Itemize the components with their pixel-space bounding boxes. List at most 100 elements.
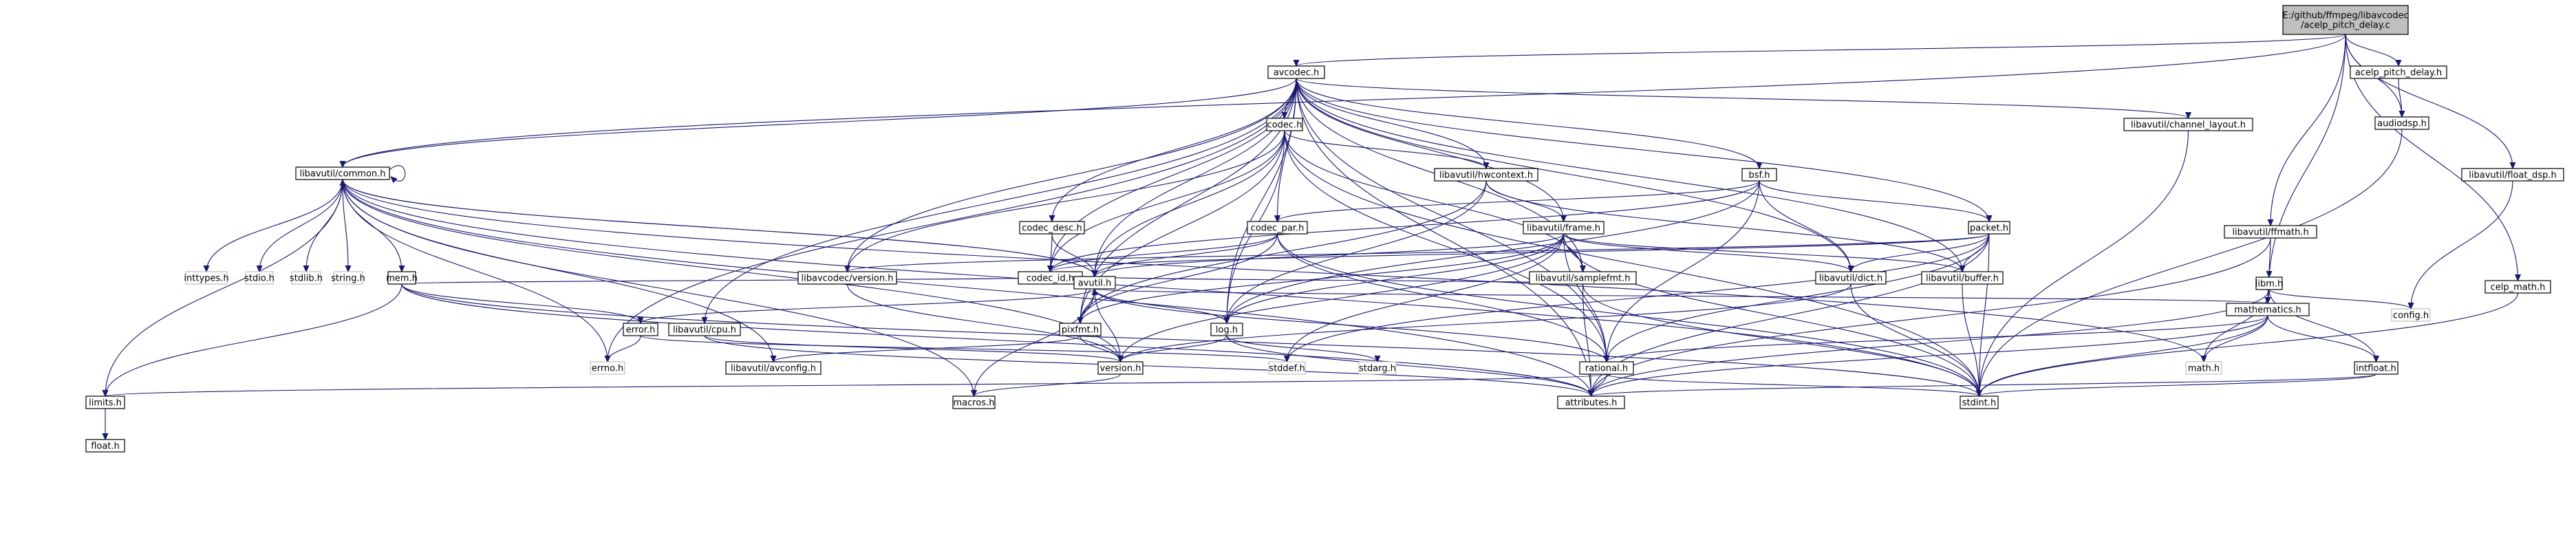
node-audiodsp[interactable]: audiodsp.h — [2374, 116, 2429, 130]
node-avutil[interactable]: avutil.h — [1073, 276, 1116, 290]
edge-avcodec-to-codec_desc — [1052, 78, 1297, 221]
node-macros[interactable]: macros.h — [952, 395, 996, 409]
edge-common-to-string — [342, 179, 348, 272]
node-dict[interactable]: libavutil/dict.h — [1815, 271, 1887, 285]
node-codec_par[interactable]: codec_par.h — [1247, 221, 1308, 235]
node-label: intfloat.h — [2356, 364, 2396, 374]
node-label: libm.h — [2255, 279, 2284, 290]
edge-hwcontext-to-buffer — [1485, 180, 1962, 272]
node-packet[interactable]: packet.h — [1968, 221, 2010, 235]
node-box — [1529, 271, 1637, 285]
node-label: /acelp_pitch_delay.c — [2301, 21, 2390, 31]
node-version_lc[interactable]: libavcodec/version.h — [797, 271, 897, 285]
node-samplefmt[interactable]: libavutil/samplefmt.h — [1529, 271, 1637, 285]
node-box — [2185, 361, 2222, 375]
node-limits[interactable]: limits.h — [85, 395, 125, 409]
edge-layer — [105, 34, 2518, 440]
node-cpu[interactable]: libavutil/cpu.h — [668, 323, 741, 336]
node-avconfig[interactable]: libavutil/avconfig.h — [725, 361, 822, 375]
node-attributes[interactable]: attributes.h — [1557, 395, 1625, 409]
node-mem[interactable]: mem.h — [386, 271, 418, 285]
edge-error-to-errno — [608, 335, 641, 362]
node-label: macros.h — [954, 398, 995, 409]
edge-dict-to-stdint — [1850, 283, 1979, 396]
node-label: audiodsp.h — [2377, 119, 2427, 129]
edge-mathematics-to-stdint — [1979, 315, 2268, 396]
edge-cpu-to-attributes — [704, 335, 1591, 396]
node-label: codec_id.h — [1027, 274, 1074, 284]
edge-mathematics-to-attributes — [1591, 315, 2268, 396]
node-label: config.h — [2393, 311, 2429, 321]
node-label: libavutil/buffer.h — [1926, 274, 1999, 284]
node-error[interactable]: error.h — [623, 323, 658, 336]
node-box — [1266, 118, 1303, 131]
node-version[interactable]: version.h — [1097, 361, 1144, 375]
node-acelp_pitch_delay[interactable]: acelp_pitch_delay.h — [2350, 65, 2447, 79]
node-box — [85, 395, 125, 409]
edge-avcodec-to-common — [343, 78, 1297, 167]
node-stdint[interactable]: stdint.h — [1960, 395, 1999, 409]
edge-intfloat-to-attributes — [1591, 373, 2377, 396]
edge-common-to-stdint — [342, 179, 1979, 396]
node-box — [1523, 221, 1604, 235]
edge-avutil-to-common — [343, 180, 1095, 277]
node-codec_desc[interactable]: codec_desc.h — [1019, 221, 1085, 235]
node-label: float.h — [91, 442, 120, 452]
node-label: codec_desc.h — [1022, 224, 1082, 234]
node-libm[interactable]: libm.h — [2255, 276, 2284, 290]
node-avcodec[interactable]: avcodec.h — [1267, 65, 1325, 79]
node-label: libavutil/common.h — [299, 169, 385, 180]
node-box — [2391, 308, 2431, 322]
node-stddef: stddef.h — [1268, 361, 1306, 375]
edge-avutil-to-version — [1094, 288, 1121, 362]
node-label: packet.h — [1970, 224, 2008, 234]
node-hwcontext[interactable]: libavutil/hwcontext.h — [1434, 168, 1538, 182]
node-buffer[interactable]: libavutil/buffer.h — [1921, 271, 2004, 285]
node-bsf[interactable]: bsf.h — [1741, 168, 1777, 182]
node-label: stdarg.h — [1359, 364, 1396, 374]
node-label: limits.h — [89, 398, 122, 409]
node-label: avcodec.h — [1274, 68, 1320, 78]
node-float[interactable]: float.h — [85, 439, 125, 453]
node-float_dsp[interactable]: libavutil/float_dsp.h — [2461, 168, 2564, 182]
node-codec_id[interactable]: codec_id.h — [1018, 271, 1083, 285]
node-celp_math[interactable]: celp_math.h — [2484, 280, 2551, 294]
node-intfloat[interactable]: intfloat.h — [2354, 361, 2398, 375]
node-box — [1210, 323, 1243, 336]
node-channel_layout[interactable]: libavutil/channel_layout.h — [2123, 118, 2253, 131]
edge-codec-to-codec_id — [1051, 130, 1285, 272]
node-mathematics[interactable]: mathematics.h — [2226, 303, 2310, 316]
edge-avcodec-to-dict — [1296, 78, 1851, 272]
edge-error-to-stddef — [640, 335, 1287, 362]
node-label: libavutil/avconfig.h — [731, 364, 816, 374]
node-ffmath[interactable]: libavutil/ffmath.h — [2224, 225, 2317, 239]
node-log[interactable]: log.h — [1210, 323, 1243, 336]
node-box — [1073, 276, 1116, 290]
node-label: avutil.h — [1078, 279, 1112, 289]
node-codec[interactable]: codec.h — [1266, 118, 1303, 131]
node-label: attributes.h — [1565, 398, 1618, 409]
node-pixfmt[interactable]: pixfmt.h — [1059, 323, 1102, 336]
node-common[interactable]: libavutil/common.h — [295, 166, 390, 180]
edge-bsf-to-dict — [1759, 180, 1851, 272]
node-label: stdio.h — [244, 274, 275, 284]
node-box — [387, 271, 416, 285]
node-box — [295, 166, 390, 180]
node-rational[interactable]: rational.h — [1579, 361, 1634, 375]
node-label: mem.h — [386, 274, 418, 284]
edge-codec-to-version_lc — [848, 130, 1285, 272]
edge-frame-to-version — [1121, 233, 1565, 362]
node-label: acelp_pitch_delay.h — [2355, 68, 2442, 78]
edge-buffer-to-stdint — [1962, 283, 1979, 396]
node-frame[interactable]: libavutil/frame.h — [1523, 221, 1604, 235]
node-box — [2224, 225, 2317, 239]
edge-version_lc-to-version — [846, 283, 1121, 362]
edge-avutil-to-error — [641, 288, 1095, 323]
node-label: mathematics.h — [2234, 305, 2301, 316]
edge-codec_par-to-rational — [1276, 233, 1607, 362]
edge-avutil-to-macros — [974, 288, 1095, 396]
edge-avcodec-to-packet — [1296, 78, 1989, 221]
node-config: config.h — [2391, 308, 2431, 322]
node-label: string.h — [331, 274, 365, 284]
